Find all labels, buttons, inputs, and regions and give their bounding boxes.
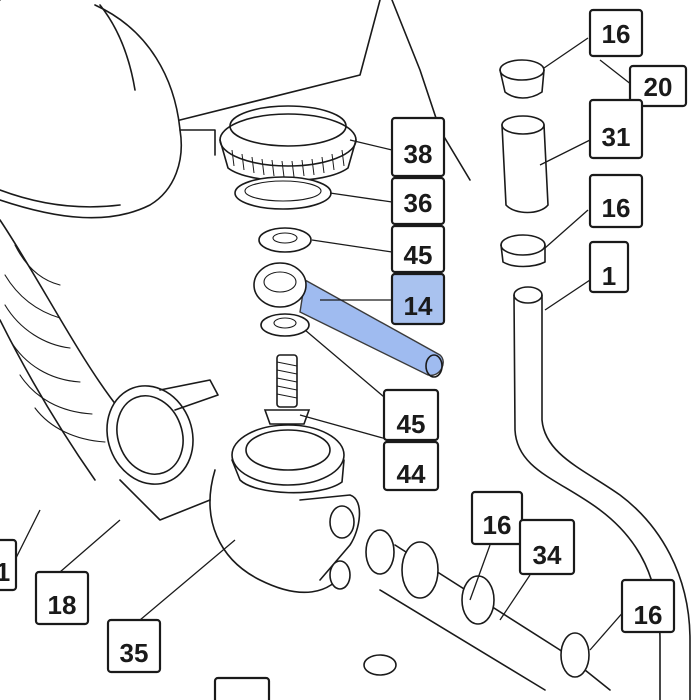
callout-45-lower[interactable]: 45 xyxy=(382,388,440,442)
callout-16-lower[interactable]: 16 xyxy=(470,490,524,546)
callout-38[interactable]: 38 xyxy=(390,116,446,178)
lower-tube xyxy=(363,529,611,691)
callout-label: 16 xyxy=(634,600,663,630)
callout-16-bottom[interactable]: 16 xyxy=(620,578,676,634)
callout-16-top[interactable]: 16 xyxy=(588,8,644,58)
callout-label: 45 xyxy=(397,409,426,439)
washer-upper xyxy=(258,227,312,253)
callout-label: 16 xyxy=(602,193,631,223)
washer-lower xyxy=(260,313,310,337)
callout-label: 16 xyxy=(602,19,631,49)
callout-bottom-partial[interactable] xyxy=(213,676,271,700)
callout-14[interactable]: 14 xyxy=(390,272,446,326)
tank-body xyxy=(0,0,471,219)
callout-44[interactable]: 44 xyxy=(382,440,440,492)
callout-20[interactable]: 20 xyxy=(628,64,688,108)
callout-16-mid[interactable]: 16 xyxy=(588,173,644,229)
callout-label: 36 xyxy=(404,188,433,218)
callouts: 16 20 38 31 36 16 45 14 xyxy=(0,8,688,700)
callout-18[interactable]: 18 xyxy=(34,570,90,626)
callout-label: 14 xyxy=(404,291,433,321)
callout-label: 34 xyxy=(533,540,562,570)
callout-label: 18 xyxy=(48,590,77,620)
corrugated-hose xyxy=(0,219,219,521)
callout-label: 1 xyxy=(0,557,10,587)
callout-36[interactable]: 36 xyxy=(390,176,446,226)
gasket xyxy=(234,176,332,210)
callout-label: 31 xyxy=(602,122,631,152)
filler-cap xyxy=(219,105,357,182)
callout-label: 20 xyxy=(644,72,673,102)
callout-label: 16 xyxy=(483,510,512,540)
right-hose xyxy=(499,59,691,700)
banjo-fitting xyxy=(253,262,444,378)
callout-45-upper[interactable]: 45 xyxy=(390,224,446,274)
callout-label: 45 xyxy=(404,240,433,270)
banjo-bolt xyxy=(263,354,311,425)
filler-neck xyxy=(209,424,361,594)
callout-31[interactable]: 31 xyxy=(588,98,644,160)
callout-label: 1 xyxy=(602,261,616,291)
callout-35[interactable]: 35 xyxy=(106,618,162,674)
callout-label: 35 xyxy=(120,638,149,668)
callout-34[interactable]: 34 xyxy=(518,518,576,576)
callout-label: 44 xyxy=(397,459,426,489)
callout-1-left-partial[interactable]: 1 xyxy=(0,538,18,592)
callout-1-right[interactable]: 1 xyxy=(588,240,630,294)
callout-label: 38 xyxy=(404,139,433,169)
